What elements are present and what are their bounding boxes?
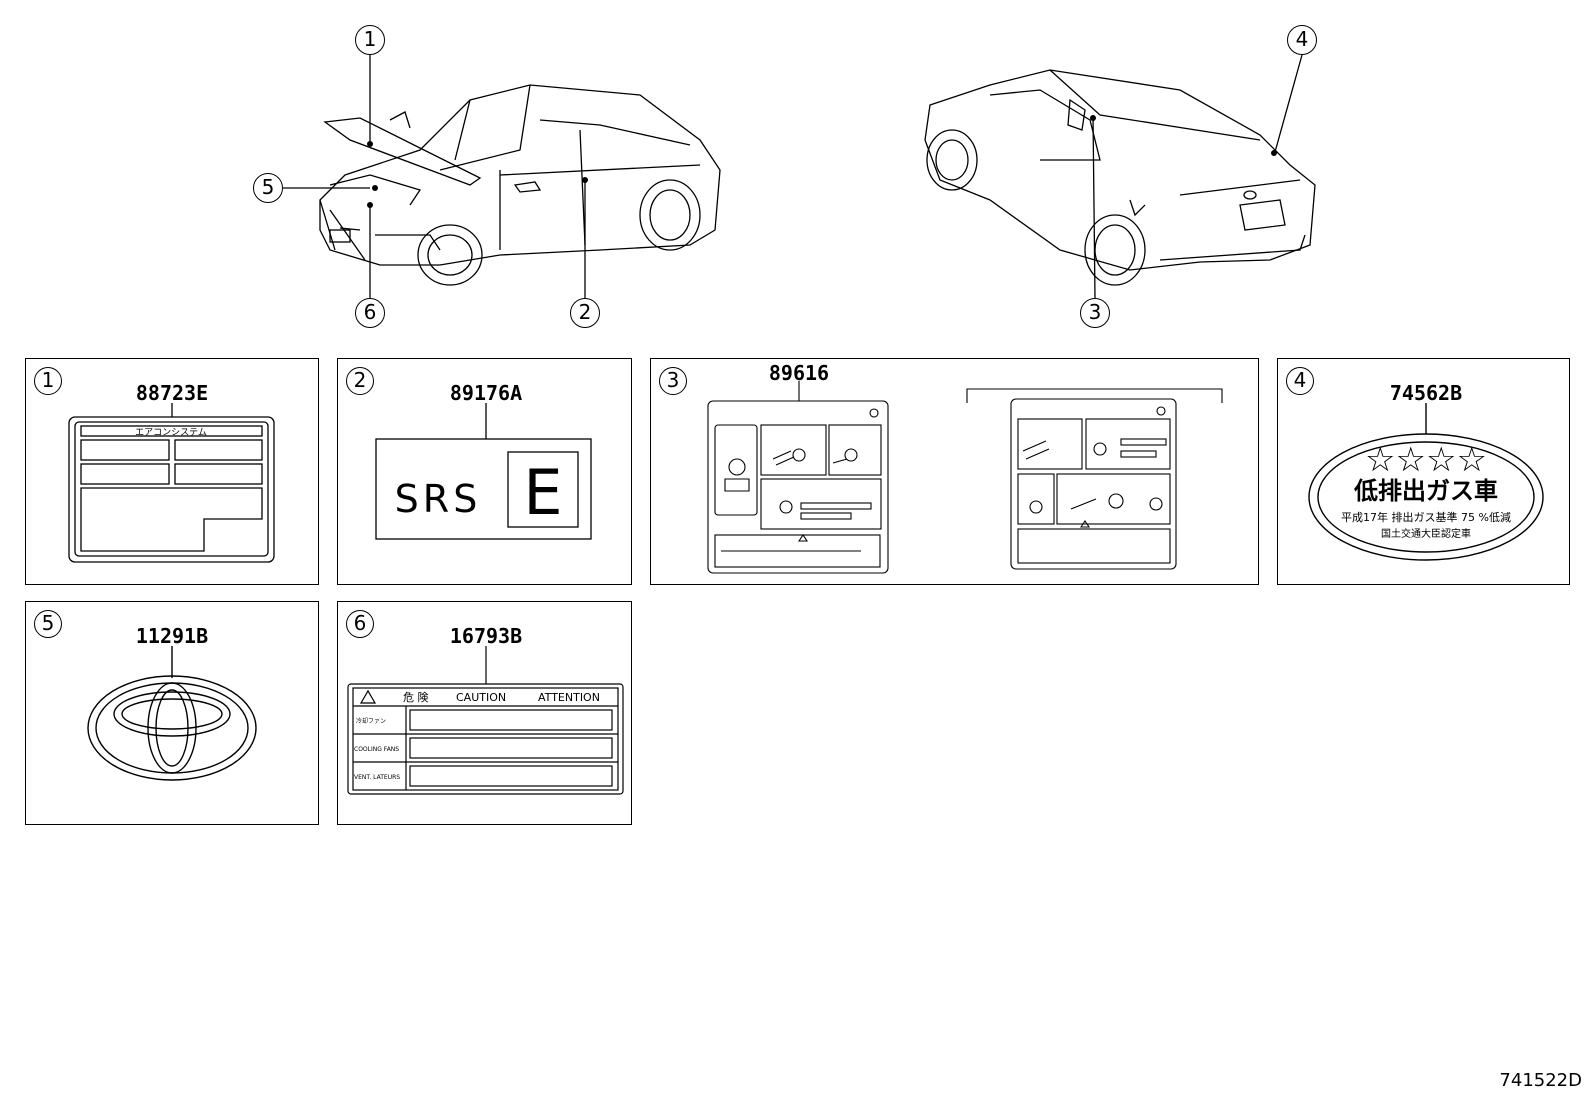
ac-system-label-drawing: エアコンシステム: [68, 403, 275, 563]
cooling-fan-caution-label-drawing: 危 険 CAUTION ATTENTION 冷却ファン COOLING FANS…: [347, 646, 624, 795]
panel-number: 3: [659, 367, 687, 395]
cooling-fan-jp-text: 冷却ファン: [356, 717, 386, 725]
part-code: 89176A: [449, 381, 523, 405]
callout-5: 5: [253, 173, 283, 203]
low-emission-label-drawing: ☆☆☆☆ 低排出ガス車 平成17年 排出ガス基準 75 %低減 国土交通大臣認定…: [1308, 403, 1544, 561]
callout-2: 2: [570, 298, 600, 328]
danger-text: 危 険: [403, 691, 429, 704]
emission-standard-text: 平成17年 排出ガス基準 75 %低減: [1341, 510, 1511, 524]
caution-text: CAUTION: [456, 691, 506, 704]
star-rating: ☆☆☆☆: [1365, 440, 1487, 480]
panel-number: 2: [346, 367, 374, 395]
srs-label-drawing: SRS E: [375, 403, 592, 540]
label-panel-2: 2 89176A SRS E: [337, 358, 632, 585]
callout-1: 1: [355, 25, 385, 55]
label-panel-1: 1 88723E エアコンシステム: [25, 358, 319, 585]
panel-number: 6: [346, 610, 374, 638]
label-panel-6: 6 16793B 危 険 CAUTION ATTENTION 冷却ファン COO…: [337, 601, 632, 825]
part-code: 74562B: [1389, 381, 1463, 405]
srs-text: SRS: [395, 477, 482, 521]
vehicle-illustrations: [283, 54, 1316, 299]
toyota-emblem-drawing: [87, 646, 257, 781]
leader-lines: [283, 54, 1303, 299]
srs-letter: E: [523, 456, 562, 529]
part-code: 11291B: [135, 624, 209, 648]
label-panel-4: 4 74562B ☆☆☆☆ 低排出ガス車 平成17年 排出ガス基準 75 %低減…: [1277, 358, 1570, 585]
panel-number: 5: [34, 610, 62, 638]
vent-lateurs-text: VENT. LATEURS: [354, 774, 400, 781]
panel-number: 1: [34, 367, 62, 395]
rear-car-drawing: [924, 69, 1316, 286]
diagram-id: 741522D: [1499, 1070, 1582, 1091]
engine-start-labels-drawing: [707, 381, 1223, 574]
cooling-fans-text: COOLING FANS: [354, 746, 399, 753]
low-emission-text: 低排出ガス車: [1353, 477, 1498, 505]
callout-3: 3: [1080, 298, 1110, 328]
part-code: 16793B: [449, 624, 523, 648]
panel-number: 4: [1286, 367, 1314, 395]
ac-system-text: エアコンシステム: [135, 427, 207, 438]
part-code: 88723E: [135, 381, 209, 405]
callout-6: 6: [355, 298, 385, 328]
front-car-drawing: [319, 84, 721, 286]
label-panel-5: 5 11291B: [25, 601, 319, 825]
callout-4: 4: [1287, 25, 1317, 55]
certification-text: 国土交通大臣認定車: [1381, 527, 1471, 540]
label-panel-3: 3 89616: [650, 358, 1259, 585]
attention-text: ATTENTION: [538, 691, 600, 704]
